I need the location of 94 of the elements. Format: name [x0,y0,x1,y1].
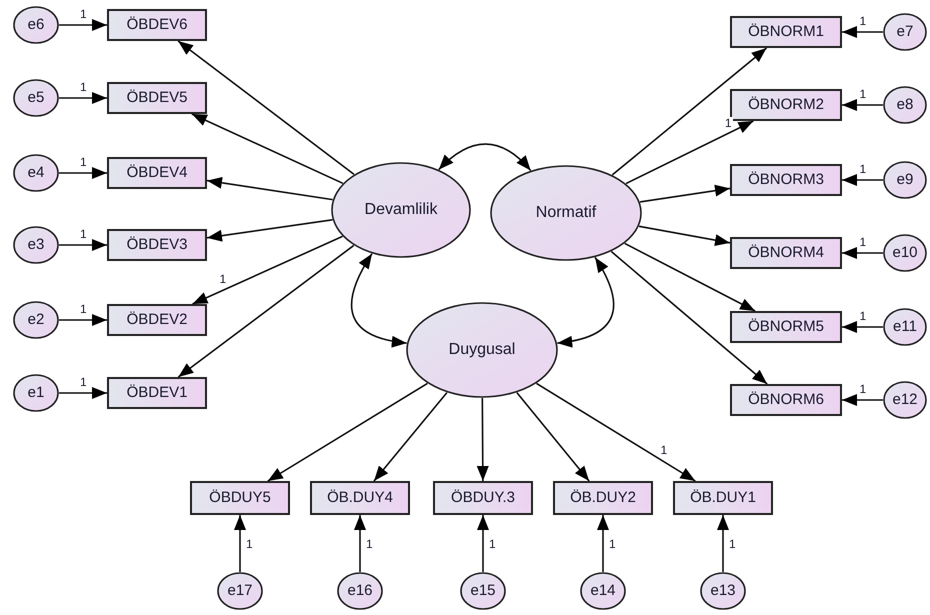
edge-label: 1 [79,156,88,168]
arrow [842,99,883,111]
arrow [842,321,883,333]
edge-label: 1 [724,116,733,128]
edge-label: 1 [79,228,88,240]
arrow [267,382,428,482]
arrow [59,314,107,326]
edge-label: 1 [660,444,668,456]
indicator-box: ÖBNORM5 [730,311,842,343]
indicator-box: ÖB.DUY2 [553,481,653,515]
arrow [638,226,730,246]
error-term-circle: e8 [883,86,927,124]
indicator-box: ÖBDEV2 [107,304,207,336]
latent-variable-ellipse: Devamlilik [331,162,471,258]
arrow [192,113,344,184]
indicator-box: ÖBNORM2 [730,89,842,121]
double-headed-arc [351,253,407,348]
edge-label: 1 [245,538,254,550]
error-term-circle: e13 [700,572,746,610]
error-term-circle: e17 [217,572,263,610]
arrow [612,47,768,176]
arrow [476,398,489,481]
error-term-circle: e1 [13,374,59,412]
edge-label: 1 [858,236,868,248]
arrow [206,219,333,242]
arrow [640,184,730,203]
edge-label: 1 [218,273,228,286]
indicator-box: ÖBDEV1 [107,377,207,409]
indicator-box: ÖBDUY.3 [433,481,533,515]
error-term-circle: e16 [337,572,383,610]
error-term-circle: e6 [13,6,59,44]
indicator-box: ÖBDEV4 [107,157,207,189]
arrow [206,176,333,200]
indicator-box: ÖBNORM1 [730,16,842,48]
indicator-box: ÖB.DUY1 [673,481,773,515]
edge-label: 1 [858,310,868,322]
error-term-circle: e11 [883,308,927,346]
arrow [354,515,366,572]
arrow [477,515,489,572]
indicator-box: ÖBDUY5 [190,481,290,515]
edge-label: 1 [858,163,868,175]
error-term-circle: e10 [883,234,927,272]
arrow [178,40,355,176]
arrow [717,515,729,572]
edge-label: 1 [79,8,88,20]
error-term-circle: e12 [883,381,927,419]
indicator-box: ÖBNORM4 [730,237,842,269]
indicator-box: ÖBDEV6 [107,9,207,41]
error-term-circle: e9 [883,161,927,199]
arrow [842,247,883,259]
arrow [192,236,343,305]
indicator-box: ÖBDEV3 [107,229,207,261]
indicator-box: ÖBDEV5 [107,82,207,114]
error-term-circle: e15 [460,572,506,610]
edge-label: 1 [79,303,88,315]
double-headed-arc [438,143,532,172]
indicator-box: ÖB.DUY4 [310,481,410,515]
double-headed-arc [557,256,614,348]
arrow [234,515,246,572]
arrow [59,92,107,104]
arrow [516,392,590,482]
arrow [59,239,107,251]
arrow [610,250,768,385]
error-term-circle: e14 [580,572,626,610]
arrow [842,26,883,38]
indicator-box: ÖBNORM6 [730,384,842,416]
arrow [624,242,756,312]
edge-label: 1 [365,538,374,550]
edge-label: 1 [728,538,737,550]
arrow [59,387,107,399]
error-term-circle: e4 [13,154,59,192]
edge-label: 1 [858,383,868,395]
error-term-circle: e3 [13,226,59,264]
arrow [178,244,354,378]
edge-label: 1 [79,376,88,388]
edge-label: 1 [608,538,617,550]
latent-variable-ellipse: Duygusal [406,302,558,398]
edge-label: 1 [79,81,88,93]
indicator-box: ÖBNORM3 [730,164,842,196]
arrow [59,167,107,179]
edge-label: 1 [488,538,497,550]
arrow [59,19,107,31]
arrow [626,120,754,184]
arrow [597,515,609,572]
arrow [373,392,448,482]
edge-label: 1 [858,88,868,100]
error-term-circle: e5 [13,79,59,117]
error-term-circle: e7 [883,13,927,51]
arrow [536,382,696,482]
error-term-circle: e2 [13,301,59,339]
arrow [842,394,883,406]
edge-label: 1 [858,15,868,27]
latent-variable-ellipse: Normatif [490,165,642,261]
arrow [842,174,883,186]
